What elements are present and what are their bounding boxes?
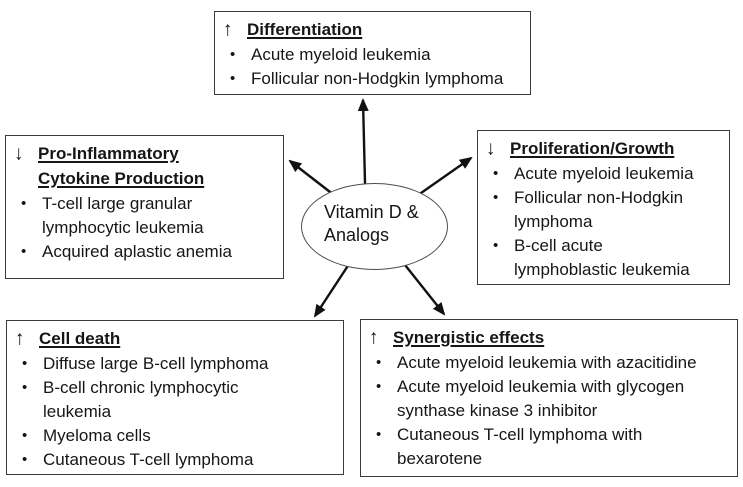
- box-differentiation: ↑ Differentiation Acute myeloid leukemia…: [214, 11, 531, 95]
- box-synergistic-effects-items: Acute myeloid leukemia with azacitidine …: [369, 351, 737, 471]
- box-title-text: Synergistic effects: [393, 328, 545, 347]
- center-label-line2: Analogs: [324, 225, 390, 245]
- box-cytokine-production-items: T-cell large granular lymphocytic leukem…: [14, 192, 283, 264]
- list-item: Myeloma cells: [15, 424, 343, 448]
- box-title-text: Pro-Inflammatory Cytokine Production: [38, 144, 205, 188]
- list-item: Acute myeloid leukemia: [223, 43, 530, 67]
- up-arrow-icon: ↑: [369, 326, 379, 349]
- box-title-text: Differentiation: [247, 20, 363, 39]
- box-proliferation-growth: ↓ Proliferation/Growth Acute myeloid leu…: [477, 130, 730, 285]
- down-arrow-icon: ↓: [14, 142, 24, 165]
- list-item: B-cell chronic lymphocytic leukemia: [15, 376, 343, 424]
- list-item: Acquired aplastic anemia: [14, 240, 283, 264]
- box-synergistic-effects: ↑ Synergistic effects Acute myeloid leuk…: [360, 319, 738, 477]
- up-arrow-icon: ↑: [223, 18, 233, 41]
- list-item: Cutaneous T-cell lymphoma with bexaroten…: [369, 423, 737, 471]
- list-item: Cutaneous T-cell lymphoma: [15, 448, 343, 472]
- box-cytokine-production-title: ↓ Pro-Inflammatory Cytokine Production: [14, 141, 283, 191]
- box-proliferation-growth-title: ↓ Proliferation/Growth: [486, 136, 729, 161]
- center-label-line1: Vitamin D &: [324, 202, 419, 222]
- box-proliferation-growth-items: Acute myeloid leukemia Follicular non-Ho…: [486, 162, 729, 282]
- center-node-ellipse: Vitamin D & Analogs: [301, 183, 448, 270]
- list-item: Acute myeloid leukemia with azacitidine: [369, 351, 737, 375]
- box-differentiation-items: Acute myeloid leukemia Follicular non-Ho…: [223, 43, 530, 91]
- box-cell-death-title: ↑ Cell death: [15, 326, 343, 351]
- list-item: T-cell large granular lymphocytic leukem…: [14, 192, 283, 240]
- box-title-text: Cell death: [39, 329, 121, 348]
- list-item: B-cell acute lymphoblastic leukemia: [486, 234, 729, 282]
- box-cell-death-items: Diffuse large B-cell lymphoma B-cell chr…: [15, 352, 343, 472]
- list-item: Follicular non-Hodgkin lymphoma: [486, 186, 729, 234]
- box-cytokine-production: ↓ Pro-Inflammatory Cytokine Production T…: [5, 135, 284, 279]
- down-arrow-icon: ↓: [486, 137, 496, 160]
- up-arrow-icon: ↑: [15, 327, 25, 350]
- list-item: Follicular non-Hodgkin lymphoma: [223, 67, 530, 91]
- box-differentiation-title: ↑ Differentiation: [223, 17, 530, 42]
- list-item: Diffuse large B-cell lymphoma: [15, 352, 343, 376]
- box-synergistic-effects-title: ↑ Synergistic effects: [369, 325, 737, 350]
- list-item: Acute myeloid leukemia with glycogen syn…: [369, 375, 737, 423]
- box-title-text: Proliferation/Growth: [510, 139, 675, 158]
- box-cell-death: ↑ Cell death Diffuse large B-cell lympho…: [6, 320, 344, 475]
- list-item: Acute myeloid leukemia: [486, 162, 729, 186]
- center-node-label: Vitamin D & Analogs: [324, 201, 419, 247]
